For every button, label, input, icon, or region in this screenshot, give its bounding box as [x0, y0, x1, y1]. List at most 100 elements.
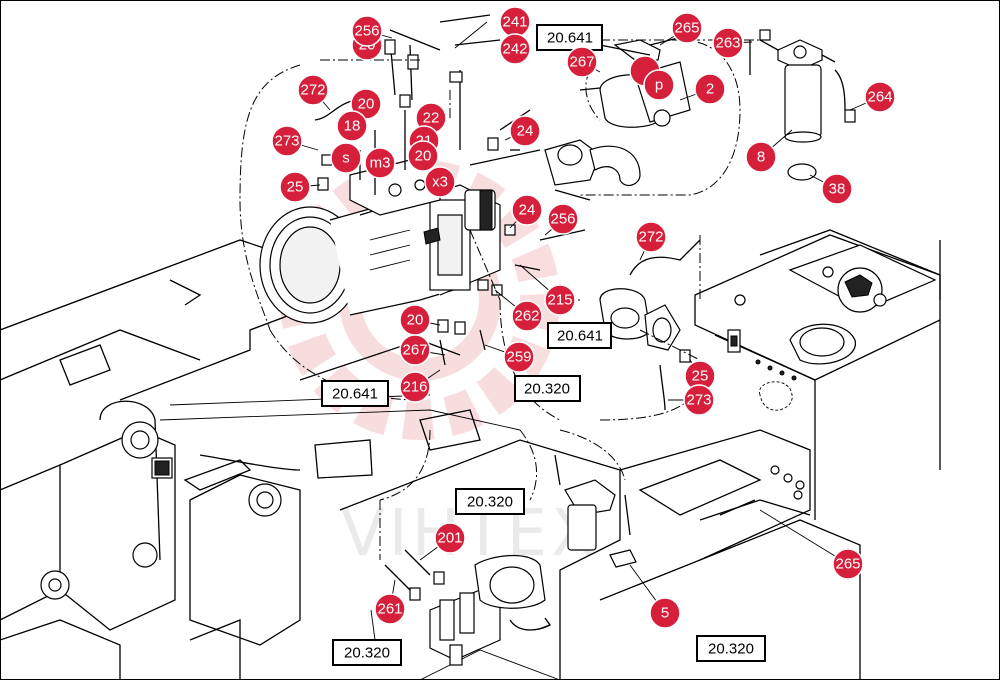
callout-216[interactable]: 216 — [399, 371, 431, 403]
svg-text:267: 267 — [569, 54, 594, 71]
callout-18[interactable]: 18 — [336, 110, 368, 142]
callout-20[interactable]: 20 — [350, 88, 382, 120]
svg-text:2: 2 — [706, 81, 714, 98]
svg-text:38: 38 — [829, 181, 846, 198]
svg-text:267: 267 — [402, 342, 427, 359]
callout-261[interactable]: 261 — [374, 593, 406, 625]
svg-text:215: 215 — [547, 292, 572, 309]
callout-m3[interactable]: m3 — [364, 147, 396, 179]
svg-text:273: 273 — [274, 133, 299, 150]
callout-24[interactable]: 24 — [509, 115, 541, 147]
callout-273[interactable]: 273 — [271, 125, 303, 157]
callout-25[interactable]: 25 — [684, 360, 716, 392]
svg-text:273: 273 — [686, 392, 711, 409]
callout-265[interactable]: 265 — [671, 12, 703, 44]
svg-text:24: 24 — [519, 202, 536, 219]
reference-box-20-320-bottom-left[interactable]: 20.320 — [332, 639, 402, 666]
reference-box-20-320-bottom-right[interactable]: 20.320 — [696, 635, 766, 662]
callout-20[interactable]: 20 — [407, 140, 439, 172]
reference-label: 20.320 — [467, 494, 513, 511]
svg-text:24: 24 — [517, 123, 534, 140]
callout-25[interactable]: 25 — [279, 171, 311, 203]
callout-242[interactable]: 242 — [499, 33, 531, 65]
svg-text:20: 20 — [407, 312, 424, 329]
callout-259[interactable]: 259 — [503, 341, 535, 373]
reference-label: 20.641 — [332, 386, 378, 403]
svg-text:241: 241 — [502, 14, 527, 31]
svg-text:22: 22 — [423, 110, 440, 127]
brake-valve — [429, 554, 552, 666]
reference-label: 20.320 — [708, 641, 754, 658]
svg-text:272: 272 — [638, 229, 663, 246]
pressure-filter — [554, 454, 637, 568]
reference-label: 20.320 — [524, 381, 570, 398]
pump-elbow — [469, 139, 641, 187]
reference-label: 20.641 — [547, 30, 593, 47]
reference-box-20-641-top[interactable]: 20.641 — [536, 24, 603, 51]
svg-text:s: s — [342, 150, 350, 167]
svg-text:5: 5 — [661, 605, 669, 622]
svg-text:18: 18 — [344, 118, 361, 135]
svg-text:264: 264 — [867, 89, 892, 106]
svg-text:272: 272 — [300, 82, 325, 99]
svg-text:20: 20 — [415, 148, 432, 165]
svg-text:20: 20 — [358, 96, 375, 113]
callout-215[interactable]: 215 — [544, 284, 576, 316]
callout-256[interactable]: 256 — [547, 203, 579, 235]
callout-38[interactable]: 38 — [821, 173, 853, 205]
svg-text:261: 261 — [377, 601, 402, 618]
callout-267[interactable]: 267 — [566, 46, 598, 78]
callout-267[interactable]: 267 — [399, 334, 431, 366]
callout-p[interactable]: p — [643, 69, 675, 101]
svg-text:p: p — [655, 77, 663, 94]
reference-box-20-641-right[interactable]: 20.641 — [547, 322, 612, 349]
callout-263[interactable]: 263 — [712, 27, 744, 59]
callout-2[interactable]: 2 — [694, 73, 726, 105]
svg-text:256: 256 — [354, 23, 379, 40]
svg-text:201: 201 — [437, 530, 462, 547]
callout-24[interactable]: 24 — [511, 194, 543, 226]
reference-box-20-320-center[interactable]: 20.320 — [455, 488, 525, 515]
callout-265[interactable]: 265 — [832, 548, 864, 580]
main-pump — [259, 159, 501, 324]
svg-text:8: 8 — [757, 149, 765, 166]
callout-262[interactable]: 262 — [511, 300, 543, 332]
callout-s[interactable]: s — [330, 142, 362, 174]
callout-8[interactable]: 8 — [745, 141, 777, 173]
svg-text:x3: x3 — [432, 174, 448, 191]
svg-text:265: 265 — [835, 556, 860, 573]
fittings — [317, 29, 856, 601]
svg-text:256: 256 — [550, 211, 575, 228]
svg-text:262: 262 — [514, 308, 539, 325]
svg-text:242: 242 — [502, 41, 527, 58]
svg-text:259: 259 — [506, 349, 531, 366]
hoses — [314, 14, 846, 591]
callout-x3[interactable]: x3 — [424, 166, 456, 198]
callout-241[interactable]: 241 — [499, 6, 531, 38]
callout-5[interactable]: 5 — [649, 597, 681, 629]
callout-272[interactable]: 272 — [635, 221, 667, 253]
callout-264[interactable]: 264 — [864, 81, 896, 113]
svg-text:265: 265 — [674, 20, 699, 37]
callout-272[interactable]: 272 — [297, 74, 329, 106]
svg-text:216: 216 — [402, 379, 427, 396]
chassis-frame — [0, 239, 521, 680]
callouts: 20 256 241 242 265 263 267 p 2 264 272 2… — [271, 6, 896, 629]
reference-label: 20.641 — [557, 328, 603, 345]
reference-label: 20.320 — [344, 645, 390, 662]
callout-256[interactable]: 256 — [351, 15, 383, 47]
svg-text:25: 25 — [692, 368, 709, 385]
return-filter — [759, 39, 836, 181]
callout-273[interactable]: 273 — [683, 384, 715, 416]
suction-elbow — [599, 239, 701, 351]
reference-box-20-320-mid[interactable]: 20.320 — [514, 375, 581, 402]
svg-text:25: 25 — [287, 179, 304, 196]
reference-boxes: 20.641 20.641 20.641 20.320 20.320 20.32… — [321, 24, 766, 666]
floor-frame — [339, 409, 861, 681]
reference-box-20-641-left[interactable]: 20.641 — [321, 380, 389, 407]
callout-20[interactable]: 20 — [399, 304, 431, 336]
callout-201[interactable]: 201 — [434, 522, 466, 554]
hydraulic-tank — [694, 229, 941, 520]
